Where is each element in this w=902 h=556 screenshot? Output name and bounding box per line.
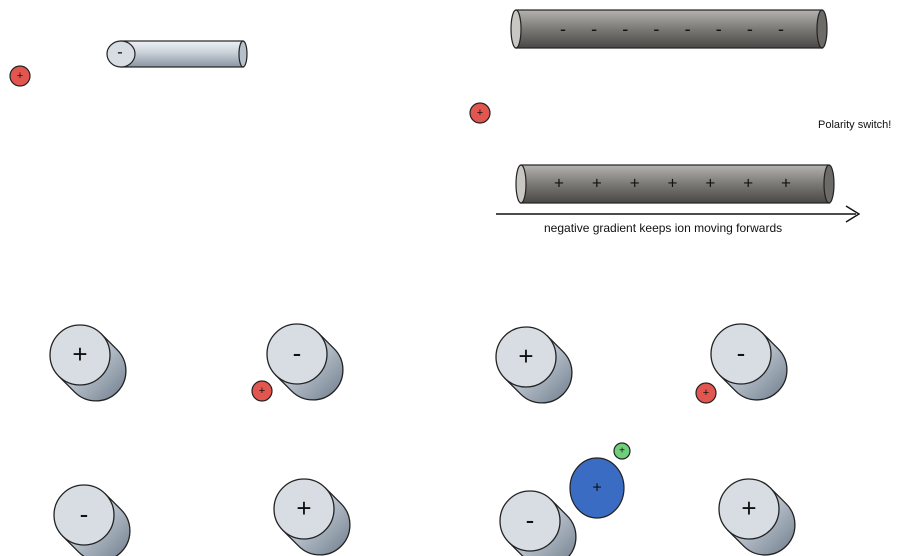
rod-end-face: [499, 490, 561, 552]
polarity-switch-label: Polarity switch!: [818, 119, 891, 131]
rod-end-face: [710, 323, 772, 385]
quadrupole: + - - + +: [495, 323, 796, 556]
rod-end-face: [273, 478, 335, 540]
rod-cross-section: +: [49, 324, 127, 402]
rod-charge: -: [653, 19, 659, 39]
upper-rod: --------: [510, 9, 828, 49]
gradient-note: negative gradient keeps ion moving forwa…: [544, 221, 782, 235]
rod-charge: +: [72, 339, 87, 369]
rod-charge: -: [80, 499, 89, 529]
small-ion: +: [613, 442, 631, 460]
rod-charge: +: [554, 174, 564, 193]
rod-charge: +: [296, 493, 311, 523]
rod-charge: -: [747, 19, 753, 39]
ion-charge: +: [477, 107, 483, 119]
rod-charge: +: [743, 174, 753, 193]
lower-rod: + + + + + + +: [515, 164, 835, 204]
rod-charge: -: [622, 19, 628, 39]
rod-charge: -: [560, 19, 566, 39]
rod-cross-section: -: [53, 484, 131, 556]
rod-charge: +: [592, 174, 602, 193]
direction-arrow: [496, 205, 861, 223]
rod-cross-section: +: [495, 326, 573, 404]
rod-charge: +: [668, 174, 678, 193]
rod-cross-section: +: [273, 478, 351, 556]
rod-charge: -: [293, 338, 302, 368]
ion-charge: +: [17, 70, 23, 82]
rod-end-face: [53, 484, 115, 546]
rod-cross-section: -: [710, 323, 788, 401]
big-ion: +: [569, 457, 625, 519]
rod-end-charge: -: [117, 43, 123, 62]
rod-cross-section: +: [718, 478, 796, 556]
rod-charge: +: [741, 493, 756, 523]
ion: +: [469, 102, 491, 124]
rod-end-face: [266, 323, 328, 385]
rod-end-face: [106, 40, 136, 68]
rod-charge: -: [716, 19, 722, 39]
rod-charge: +: [705, 174, 715, 193]
top-left-rod: -: [106, 40, 248, 68]
quadrupole: + - - + +: [49, 323, 351, 556]
rod-end-face: [495, 326, 557, 388]
ion: +: [251, 380, 273, 402]
rod-end-face: [49, 324, 111, 386]
ion-charge: +: [259, 385, 265, 397]
ion: +: [9, 65, 31, 87]
upper-rod-charges: --------: [560, 19, 784, 39]
lower-rod-charges: + + + + + + +: [554, 174, 791, 193]
small-ion-charge: +: [619, 446, 625, 457]
ion-charge: +: [703, 387, 709, 399]
rod-charge: -: [591, 19, 597, 39]
rod-charge: -: [778, 19, 784, 39]
rod-end-face: [718, 478, 780, 540]
big-ion-charge: +: [592, 480, 601, 497]
rod-charge: -: [526, 505, 535, 535]
rod-cross-section: -: [499, 490, 577, 556]
quadrupole-views: + - - + + + - - + +: [49, 323, 796, 556]
rod-charge: +: [518, 341, 533, 371]
rod-charge: -: [737, 338, 746, 368]
ion: +: [695, 382, 717, 404]
rod-charge: -: [685, 19, 691, 39]
rod-charge: +: [781, 174, 791, 193]
rod-cross-section: -: [266, 323, 344, 401]
rod-charge: +: [630, 174, 640, 193]
